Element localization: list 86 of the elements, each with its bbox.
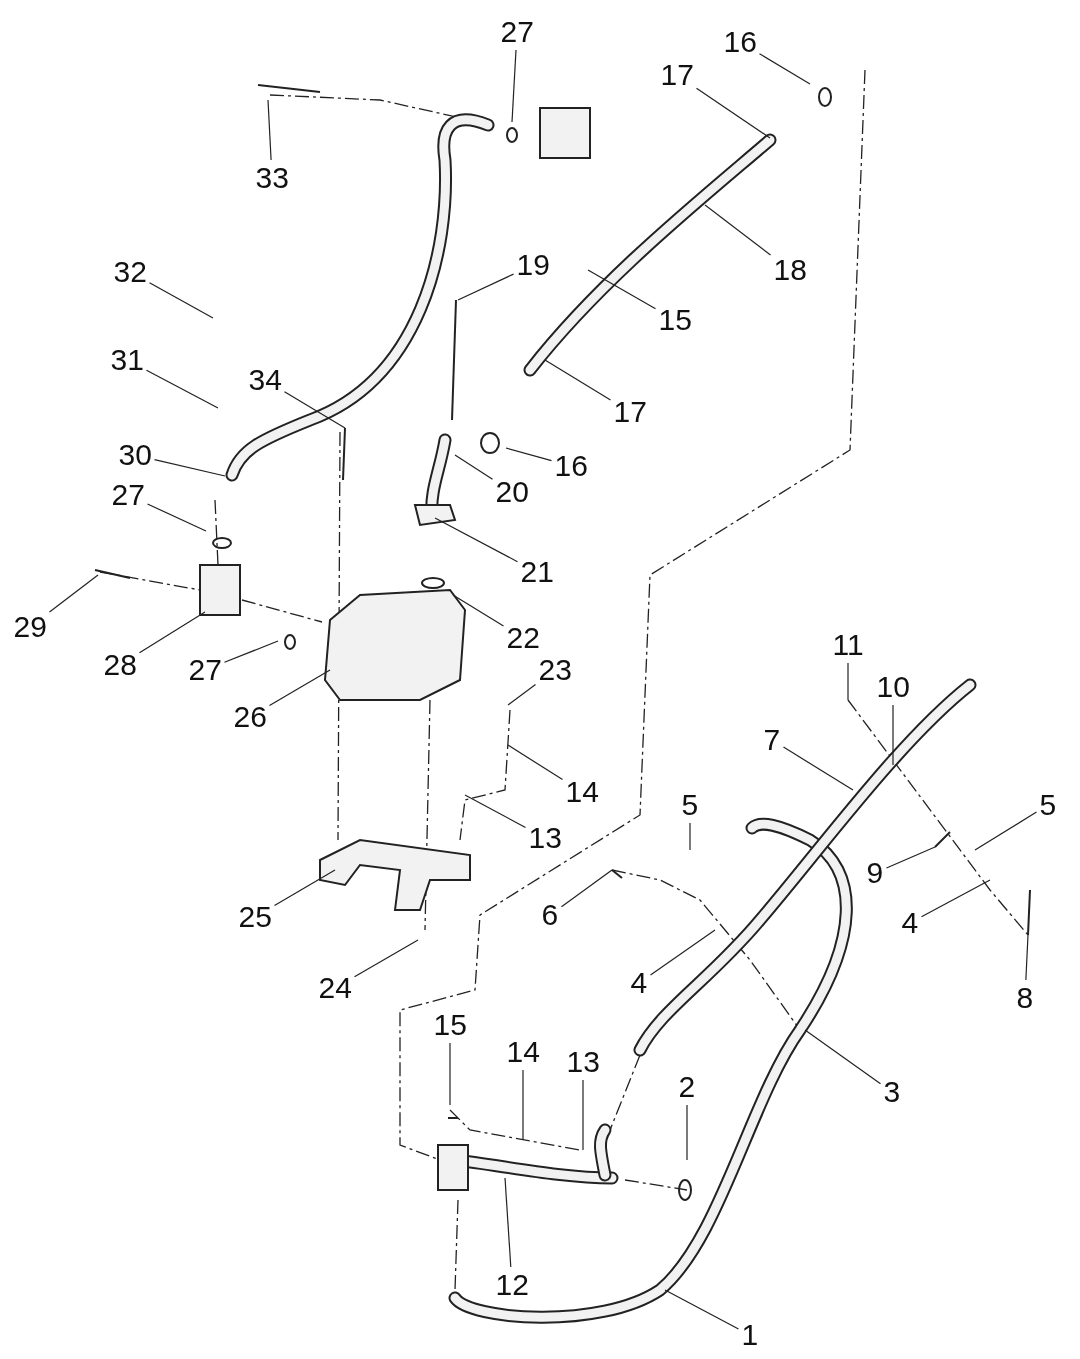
leader-line [847,662,849,701]
leader-line [48,574,99,613]
callout-number: 27 [500,16,534,48]
callout-number: 25 [238,901,272,933]
callout-number: 5 [1039,789,1057,821]
callout-number: 15 [658,304,692,336]
leader-line [758,53,811,85]
leader-line [267,99,272,161]
callout-number: 16 [554,450,588,482]
callout-number: 11 [832,629,864,661]
leader-line [449,1042,451,1106]
leader-line [504,1177,512,1268]
callout-number: 15 [433,1009,467,1041]
callout-number: 3 [883,1076,901,1108]
callout-number: 32 [113,256,147,288]
callout-number: 33 [255,162,289,194]
callout-number: 29 [13,611,47,643]
leader-line [153,458,226,477]
callout-number: 31 [110,344,144,376]
leader-line [273,869,336,907]
leader-line [145,369,219,409]
callout-number: 24 [318,972,352,1004]
callout-number: 26 [233,701,267,733]
callout-number: 20 [495,476,529,508]
leader-line [511,49,517,123]
leader-line [505,447,553,462]
callout-number: 13 [528,822,562,854]
leader-line [782,746,854,791]
leader-line [649,929,716,976]
leader-line [507,683,537,706]
callout-number: 8 [1016,982,1034,1014]
callout-number: 14 [506,1036,540,1068]
callout-number: 34 [248,364,282,396]
leader-line [544,359,612,401]
leader-line [454,454,494,480]
callout-number: 17 [660,59,694,91]
callout-number: 4 [630,967,648,999]
callout-number: 27 [188,654,222,686]
callout-number: 4 [901,907,919,939]
callout-number: 7 [763,724,781,756]
callout-number: 2 [678,1071,696,1103]
leader-line [664,1289,740,1330]
callout-number: 1 [741,1319,759,1351]
callout-number: 18 [773,254,807,286]
callout-number: 10 [876,671,910,703]
leader-line [148,282,214,319]
callout-number: 5 [681,789,699,821]
callout-number: 17 [613,396,647,428]
leader-line [507,744,564,781]
leader-line [457,273,515,301]
leader-line [223,640,279,663]
leader-line [268,669,331,707]
leader-line [434,517,519,563]
leader-line [452,594,505,627]
leader-line [686,1104,688,1161]
callout-number: 13 [566,1046,600,1078]
callout-number: 19 [516,249,550,281]
leader-line [560,869,613,908]
leader-line [522,1069,524,1141]
callout-number: 27 [111,479,145,511]
callout-number: 16 [723,26,757,58]
leader-line [464,794,527,829]
leader-line [283,391,346,429]
leader-line [704,204,772,256]
leader-line [353,939,419,978]
callout-number: 9 [866,857,884,889]
callout-number: 22 [506,622,540,654]
leader-line [974,811,1038,851]
callout-number: 21 [520,556,554,588]
leader-line [920,879,991,918]
callout-number: 12 [495,1269,529,1301]
callout-number: 28 [103,649,137,681]
leader-line [138,611,206,654]
leader-line [587,269,657,310]
callout-number: 6 [541,899,559,931]
leader-line [695,87,771,139]
callout-number: 30 [118,439,152,471]
leader-line [892,704,894,766]
leader-line [1025,934,1029,981]
callout-number: 23 [538,654,572,686]
leader-line [689,822,691,851]
leader-line [146,503,207,532]
leader-line [804,1029,882,1085]
leader-line [885,846,936,869]
leader-line [582,1079,584,1151]
callout-number: 14 [565,776,599,808]
